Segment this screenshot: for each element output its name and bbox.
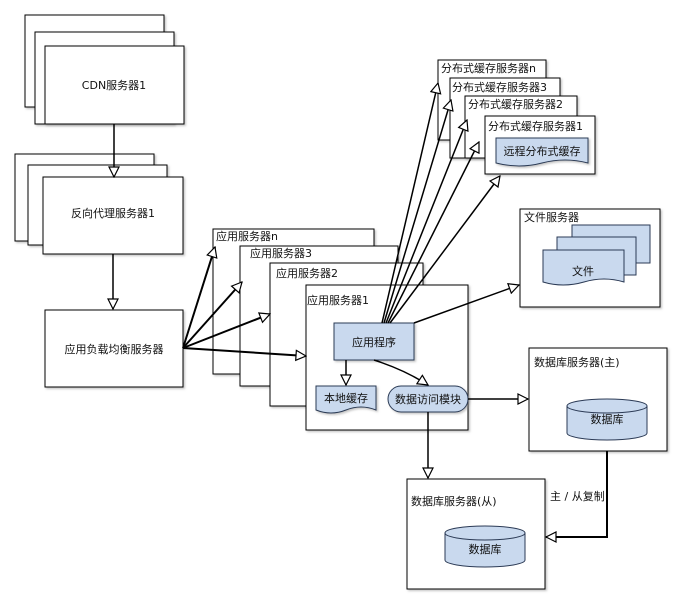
app-server-n-label: 应用服务器n xyxy=(216,229,278,243)
db-slave-server: 数据库服务器(从) 数据库 xyxy=(406,478,546,590)
file-server: 文件服务器 文件 xyxy=(519,208,661,308)
db-master-server: 数据库服务器(主) 数据库 xyxy=(528,347,668,452)
load-balancer-label: 应用负载均衡服务器 xyxy=(65,342,164,356)
file-server-title: 文件服务器 xyxy=(524,210,579,224)
program-to-cache-arrows xyxy=(381,83,500,324)
program-to-file-arrow xyxy=(413,285,519,324)
cache-server-1-label: 分布式缓存服务器1 xyxy=(488,119,583,133)
load-balancer: 应用负载均衡服务器 xyxy=(44,309,184,388)
cdn-server-label: CDN服务器1 xyxy=(82,79,146,92)
data-access-label: 数据访问模块 xyxy=(395,392,461,406)
reverse-proxy-stack: 反向代理服务器1 xyxy=(14,153,184,255)
local-cache-shape: 本地缓存 xyxy=(315,385,377,414)
lb-to-app-arrows xyxy=(182,247,306,356)
replication-arrow xyxy=(546,451,608,537)
remote-cache-label: 远程分布式缓存 xyxy=(504,144,581,158)
cache-server-3-label: 分布式缓存服务器3 xyxy=(452,80,547,94)
data-access-module: 数据访问模块 xyxy=(387,385,469,413)
cache-server-n-label: 分布式缓存服务器n xyxy=(441,61,536,75)
cache-server-2-label: 分布式缓存服务器2 xyxy=(468,97,563,111)
db-slave-db-label: 数据库 xyxy=(469,542,502,556)
remote-cache-shape: 远程分布式缓存 xyxy=(495,137,589,167)
reverse-proxy-label: 反向代理服务器1 xyxy=(71,206,155,220)
db-master-title: 数据库服务器(主) xyxy=(534,355,620,369)
app-server-1-label: 应用服务器1 xyxy=(307,293,369,307)
db-master-db-label: 数据库 xyxy=(591,412,624,426)
app-server-3-label: 应用服务器3 xyxy=(250,246,312,260)
local-cache-label: 本地缓存 xyxy=(324,391,368,405)
app-program-label: 应用程序 xyxy=(352,335,396,349)
app-program-box: 应用程序 xyxy=(333,322,415,361)
db-slave-title: 数据库服务器(从) xyxy=(411,494,497,508)
file-doc-label: 文件 xyxy=(572,264,594,278)
replication-label: 主 / 从复制 xyxy=(550,489,605,503)
app-server-2-label: 应用服务器2 xyxy=(276,266,338,280)
cdn-server-stack: CDN服务器1 xyxy=(24,14,185,125)
program-to-data-access-arrow xyxy=(373,359,428,385)
